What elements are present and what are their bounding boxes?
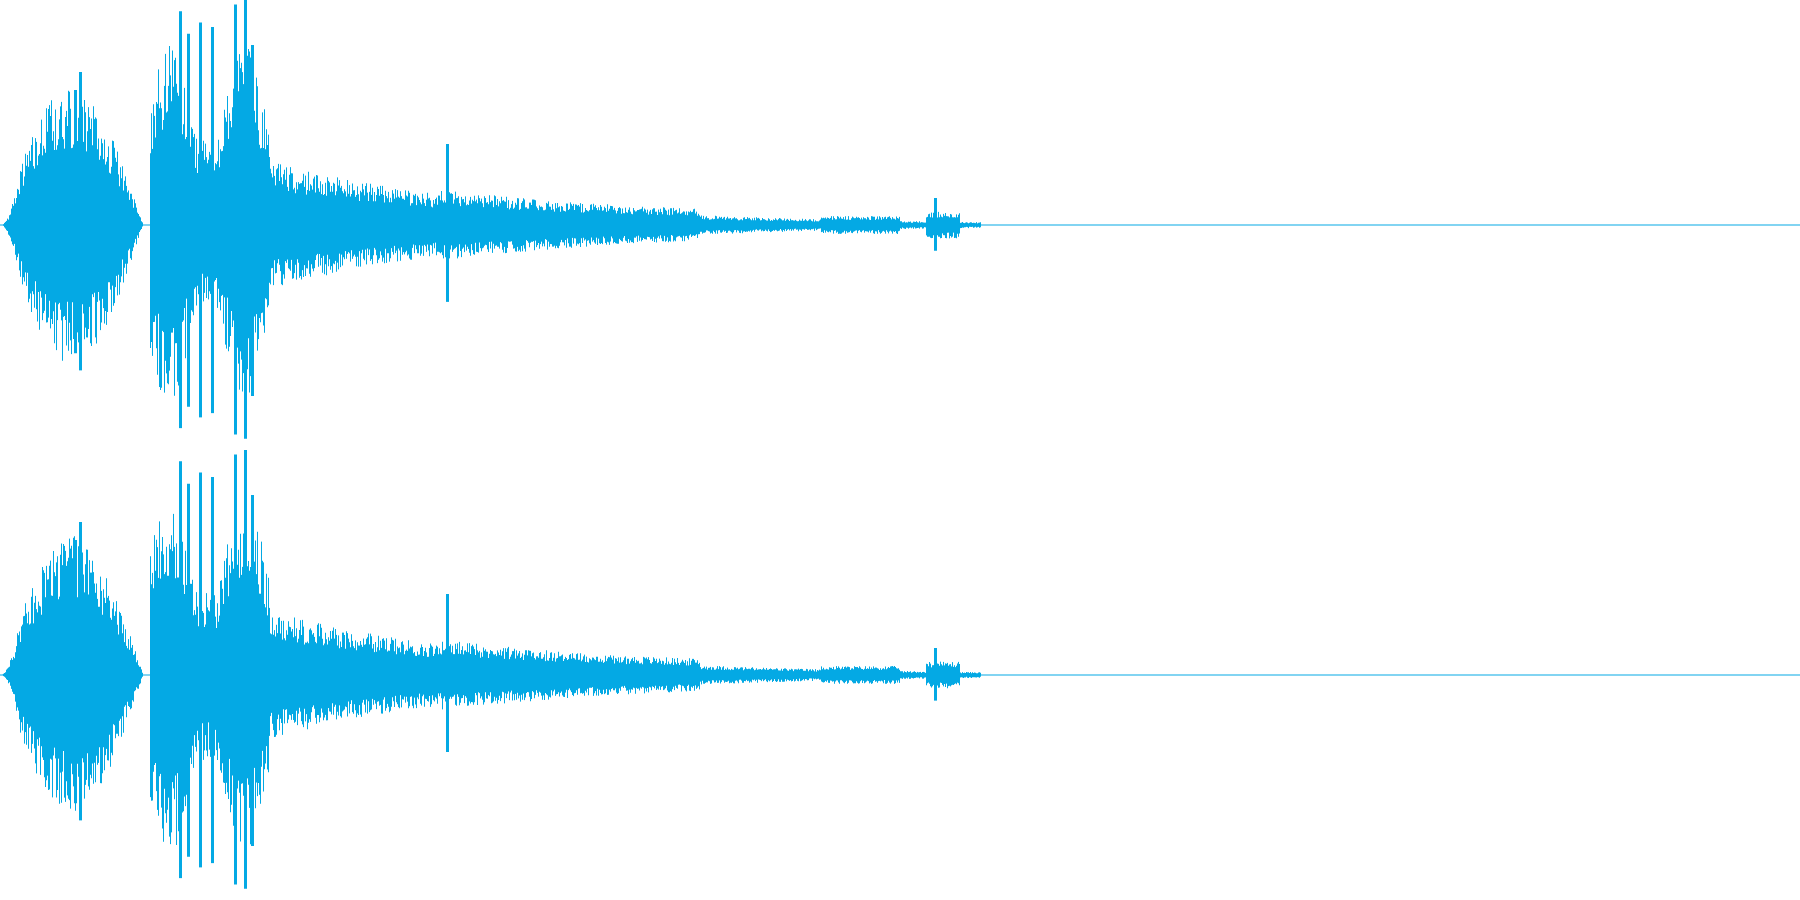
waveform-channel-left [0, 0, 1800, 439]
channel-right-waveform [0, 450, 1800, 889]
waveform-channel-right [0, 450, 1800, 889]
channel-left-waveform [0, 0, 1800, 439]
